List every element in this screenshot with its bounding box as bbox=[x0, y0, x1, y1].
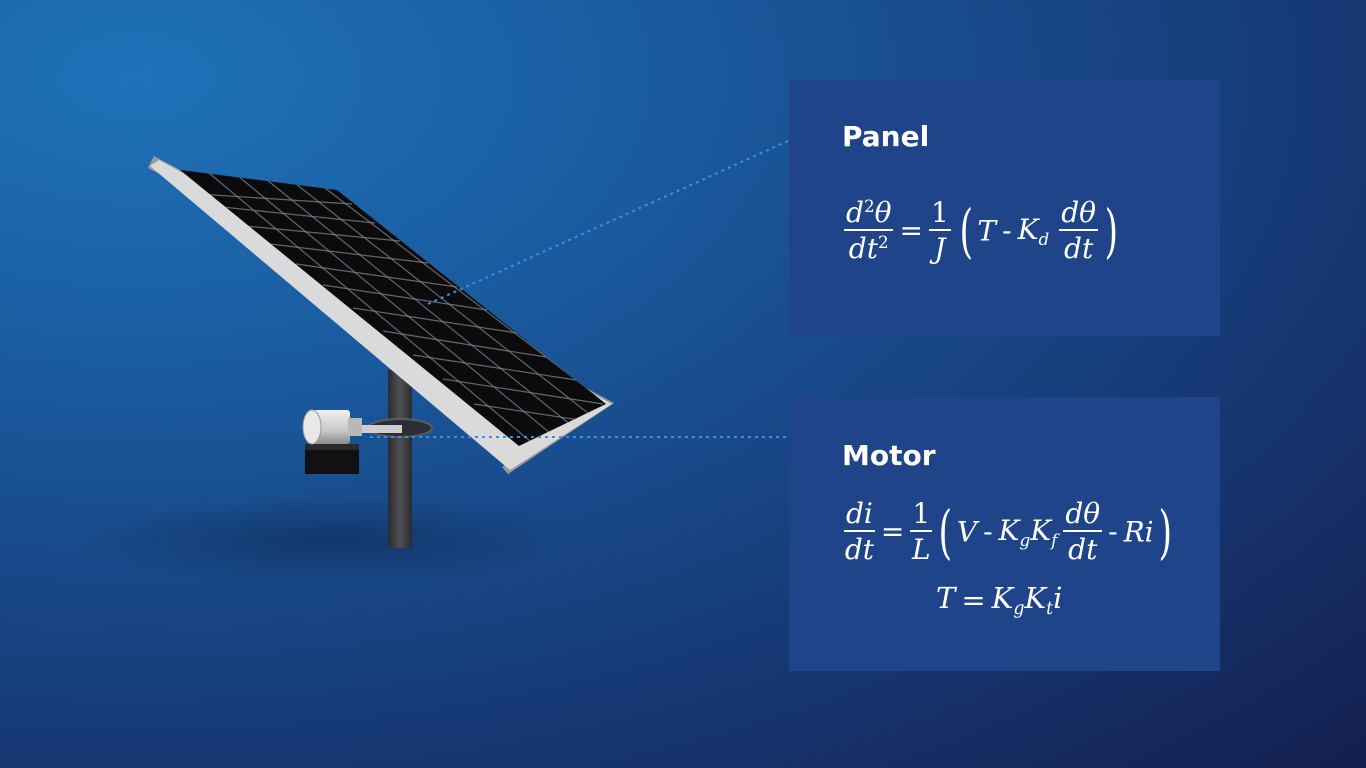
motor-open-paren: ( bbox=[938, 497, 953, 566]
panel-coef-den: J bbox=[934, 232, 946, 266]
motor-coef-num: 1 bbox=[910, 499, 933, 533]
panel-minus: - bbox=[1002, 214, 1012, 248]
motor-kf-subscript: f bbox=[1051, 529, 1058, 550]
solar-panel-illustration bbox=[148, 156, 614, 474]
ground-shadow bbox=[75, 495, 585, 585]
motor-coef-den: L bbox=[911, 533, 931, 567]
panel-lhs-den: dt bbox=[848, 232, 878, 266]
panel-card-title: Panel bbox=[842, 120, 930, 153]
motor-kg-subscript: g bbox=[1019, 529, 1031, 550]
motor-rate-fraction: dθ dt bbox=[1063, 499, 1103, 567]
motor-current-equation: di dt = 1 L (V-KgKf dθ dt -Ri) bbox=[844, 499, 1176, 565]
motor-torque-kg-subscript: g bbox=[1013, 599, 1025, 620]
panel-leader-line bbox=[427, 139, 791, 305]
panel-lhs-num-var: θ bbox=[874, 196, 892, 230]
motor-lhs-den: dt bbox=[844, 533, 875, 567]
motor-minus-1: - bbox=[983, 515, 993, 549]
panel-lhs-den-exponent: 2 bbox=[877, 232, 889, 253]
motor-kf: Kf bbox=[1030, 513, 1058, 550]
motor-rate-num: dθ bbox=[1063, 499, 1103, 533]
panel-equation: d2θ dt2 = 1 J (T-Kd dθ dt ) bbox=[844, 196, 1123, 266]
motor-torque-kg: Kg bbox=[991, 581, 1025, 619]
motor-lhs-fraction: di dt bbox=[844, 499, 875, 565]
pole-illustration bbox=[367, 370, 433, 548]
motor-kg: Kg bbox=[998, 513, 1031, 550]
panel-open-paren: ( bbox=[959, 196, 973, 265]
panel-lhs-num-exponent: 2 bbox=[863, 196, 875, 216]
motor-kf-k: K bbox=[1030, 513, 1052, 547]
motor-kg-k: K bbox=[998, 513, 1020, 547]
motor-minus-2: - bbox=[1108, 515, 1118, 549]
panel-lhs-fraction: d2θ dt2 bbox=[844, 196, 894, 266]
motor-rate-den: dt bbox=[1068, 533, 1098, 567]
motor-lhs-num: di bbox=[844, 499, 875, 533]
motor-equals: = bbox=[880, 515, 905, 549]
panel-rate-num: dθ bbox=[1059, 198, 1099, 232]
motor-illustration bbox=[302, 409, 402, 445]
motor-equation-card: Motor di dt = 1 L (V-KgKf dθ dt -Ri) T=K… bbox=[789, 397, 1220, 671]
panel-equation-card: Panel d2θ dt2 = 1 J (T-Kd dθ dt ) bbox=[789, 80, 1220, 336]
motor-term-v: V bbox=[956, 515, 978, 549]
motor-card-title: Motor bbox=[842, 439, 936, 472]
panel-rate-fraction: dθ dt bbox=[1059, 198, 1099, 266]
panel-coef-num: 1 bbox=[928, 198, 951, 232]
panel-lhs-num-d: d bbox=[846, 196, 864, 230]
motor-torque-kg-k: K bbox=[991, 581, 1014, 615]
panel-close-paren: ) bbox=[1104, 196, 1119, 265]
panel-equals: = bbox=[899, 214, 923, 248]
motor-torque-lhs: T bbox=[936, 581, 956, 615]
panel-coef-fraction: 1 J bbox=[928, 198, 951, 266]
panel-k: K bbox=[1017, 213, 1039, 247]
motor-term-ri: Ri bbox=[1123, 515, 1154, 549]
motor-torque-kt-k: K bbox=[1024, 581, 1047, 615]
motor-coef-fraction: 1 L bbox=[910, 499, 933, 567]
motor-torque-equation: T=KgKti bbox=[936, 581, 1062, 619]
motor-close-paren: ) bbox=[1158, 497, 1172, 566]
panel-term-t: T bbox=[977, 214, 997, 248]
panel-k-subscript: d bbox=[1038, 228, 1050, 249]
motor-torque-kt-subscript: t bbox=[1046, 599, 1054, 620]
motor-torque-kt: Kt bbox=[1024, 581, 1053, 619]
panel-rate-den: dt bbox=[1064, 232, 1094, 266]
motor-torque-var: i bbox=[1053, 581, 1063, 615]
panel-kd: Kd bbox=[1017, 213, 1050, 249]
gearbox-illustration bbox=[305, 444, 359, 474]
motor-torque-equals: = bbox=[961, 583, 986, 617]
